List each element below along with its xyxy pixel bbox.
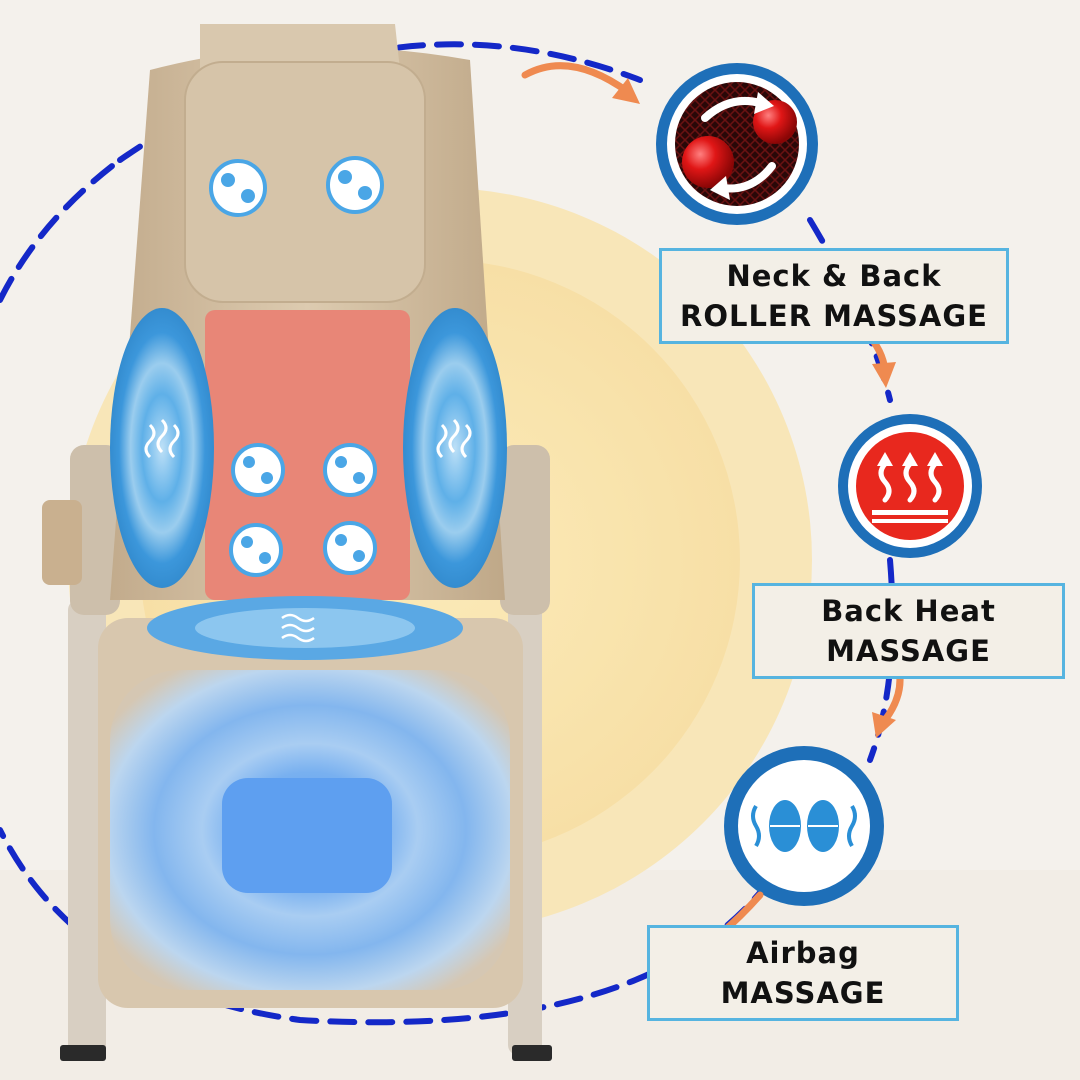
roller-node-dots [221,170,372,564]
feature-label-roller: Neck & Back ROLLER MASSAGE [659,248,1009,344]
vibration-waves-seat [281,613,315,643]
roller-node [323,443,377,497]
roller-node [209,159,267,217]
feature-label-heat: Back Heat MASSAGE [752,583,1065,679]
armrest-right [500,445,550,615]
feature-label-line1: Neck & Back [726,259,942,293]
arrow-to-roller [521,62,632,96]
airbag-icon [724,746,884,906]
armrest-left [70,445,120,615]
chair-leg-left [68,600,106,1055]
side-pocket [42,500,82,585]
roller-massage-icon [656,63,818,225]
feature-label-line2: ROLLER MASSAGE [679,299,988,333]
side-airbag-left [110,308,214,588]
vibration-waves-right [436,418,472,459]
side-airbag-right [403,308,507,588]
feature-label-line1: Airbag [746,936,860,970]
roller-node [323,521,377,575]
feature-label-line2: MASSAGE [826,634,991,668]
seat-airbag-core [222,778,392,893]
roller-node [229,523,283,577]
head-pillow [184,61,426,303]
feature-label-airbag: Airbag MASSAGE [647,925,959,1021]
heat-icon [838,414,982,558]
feature-label-line1: Back Heat [821,594,996,628]
feature-label-line2: MASSAGE [720,976,886,1010]
chair-foot-right [512,1045,552,1061]
vibration-waves-left [144,418,180,459]
headrest-top [200,24,400,70]
seat-front-airbag-inner [195,608,415,648]
roller-node [326,156,384,214]
roller-node [231,443,285,497]
massage-chair [42,24,552,1061]
chair-foot-left [60,1045,106,1061]
